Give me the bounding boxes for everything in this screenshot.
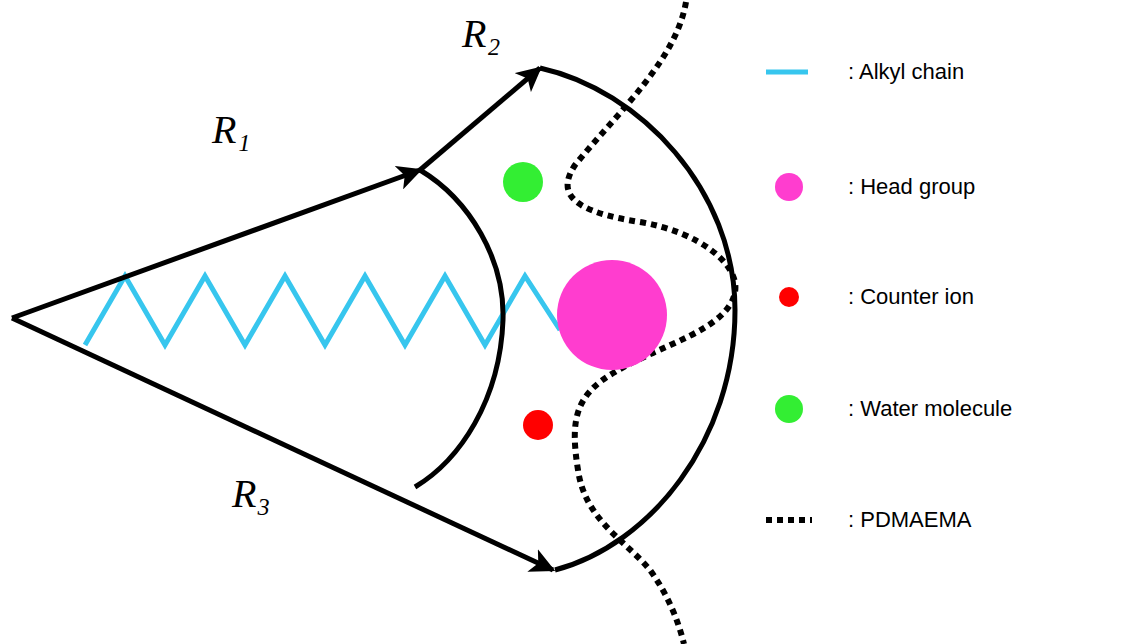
r2-arrow bbox=[420, 68, 540, 170]
inner-cap-arc bbox=[415, 170, 503, 487]
legend-text: : Alkyl chain bbox=[848, 61, 964, 83]
head-group bbox=[557, 260, 667, 370]
radius-label: R₁ bbox=[212, 110, 250, 150]
legend-line-swatch bbox=[766, 70, 808, 75]
counter-ion bbox=[523, 410, 553, 440]
legend-text: : Head group bbox=[848, 176, 975, 198]
r1-arrow bbox=[12, 170, 420, 318]
legend-circle-swatch bbox=[775, 173, 803, 201]
legend-swatches bbox=[766, 72, 812, 520]
outer-cap-arc bbox=[540, 68, 735, 570]
water-molecule bbox=[503, 162, 543, 202]
legend-circle-swatch bbox=[779, 287, 799, 307]
legend-text: : PDMAEMA bbox=[848, 509, 971, 531]
alkyl-chain bbox=[85, 276, 560, 345]
radius-label: R₂ bbox=[462, 14, 500, 54]
legend-dotted-swatch bbox=[766, 517, 812, 523]
legend-text: : Counter ion bbox=[848, 286, 974, 308]
legend-text: : Water molecule bbox=[848, 398, 1012, 420]
legend-circle-swatch bbox=[775, 395, 803, 423]
r3-arrow bbox=[12, 318, 553, 570]
radius-label: R₃ bbox=[232, 474, 270, 514]
